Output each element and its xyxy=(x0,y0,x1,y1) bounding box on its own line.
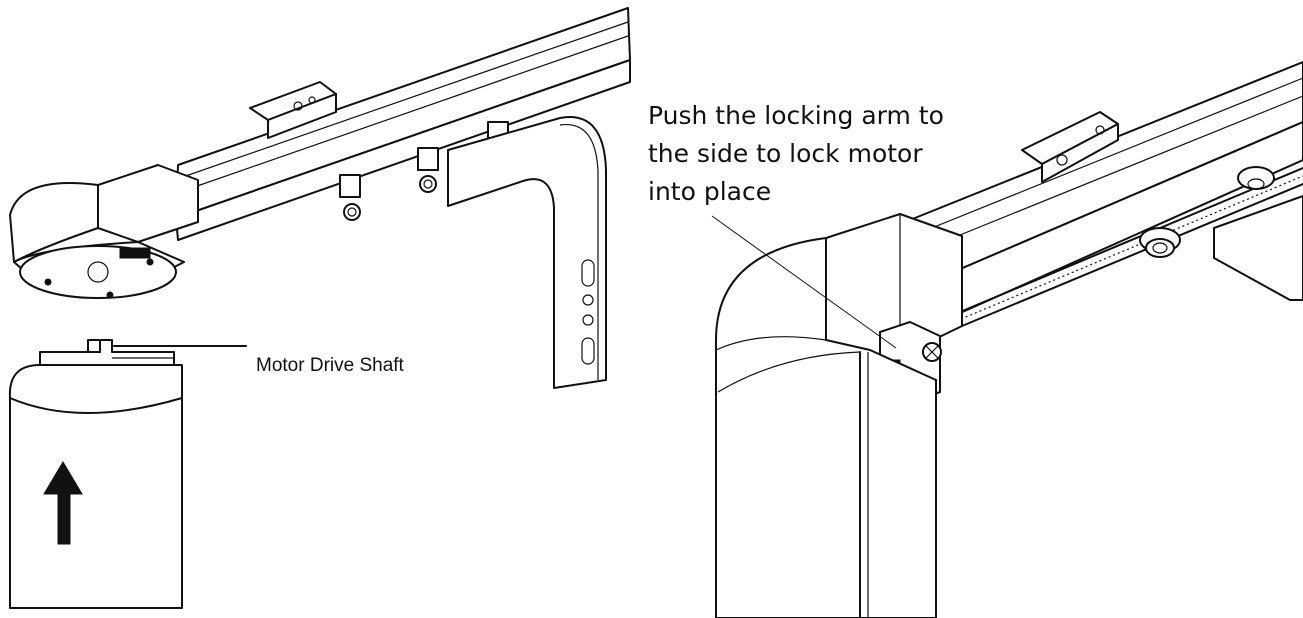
track-assembly-left xyxy=(9,7,631,389)
mounting-clip xyxy=(249,81,337,139)
motor-body-inset xyxy=(8,339,247,609)
motor-body-closeup xyxy=(715,237,937,618)
up-arrow-icon xyxy=(43,461,83,545)
instruction-line: into place xyxy=(648,177,772,206)
drive-belt xyxy=(959,167,1303,327)
instruction-line: Push the locking arm to xyxy=(648,101,944,130)
runner-1 xyxy=(339,174,361,221)
callout-pointer-line xyxy=(711,215,897,349)
instruction-line: the side to lock motor xyxy=(648,139,923,168)
wall-bracket xyxy=(447,116,607,389)
runner-closeup-1 xyxy=(1139,227,1181,258)
motor-head-housing xyxy=(9,164,199,299)
wall-bracket-closeup xyxy=(1213,195,1303,301)
runner-closeup-2 xyxy=(1237,166,1275,190)
motor-drive-shaft-label: Motor Drive Shaft xyxy=(256,355,404,376)
runner-2 xyxy=(417,147,439,193)
closeup-assembly-right xyxy=(711,61,1303,618)
locking-arm-instruction: Push the locking arm to the side to lock… xyxy=(648,97,988,211)
mounting-clip-closeup xyxy=(1021,111,1119,183)
